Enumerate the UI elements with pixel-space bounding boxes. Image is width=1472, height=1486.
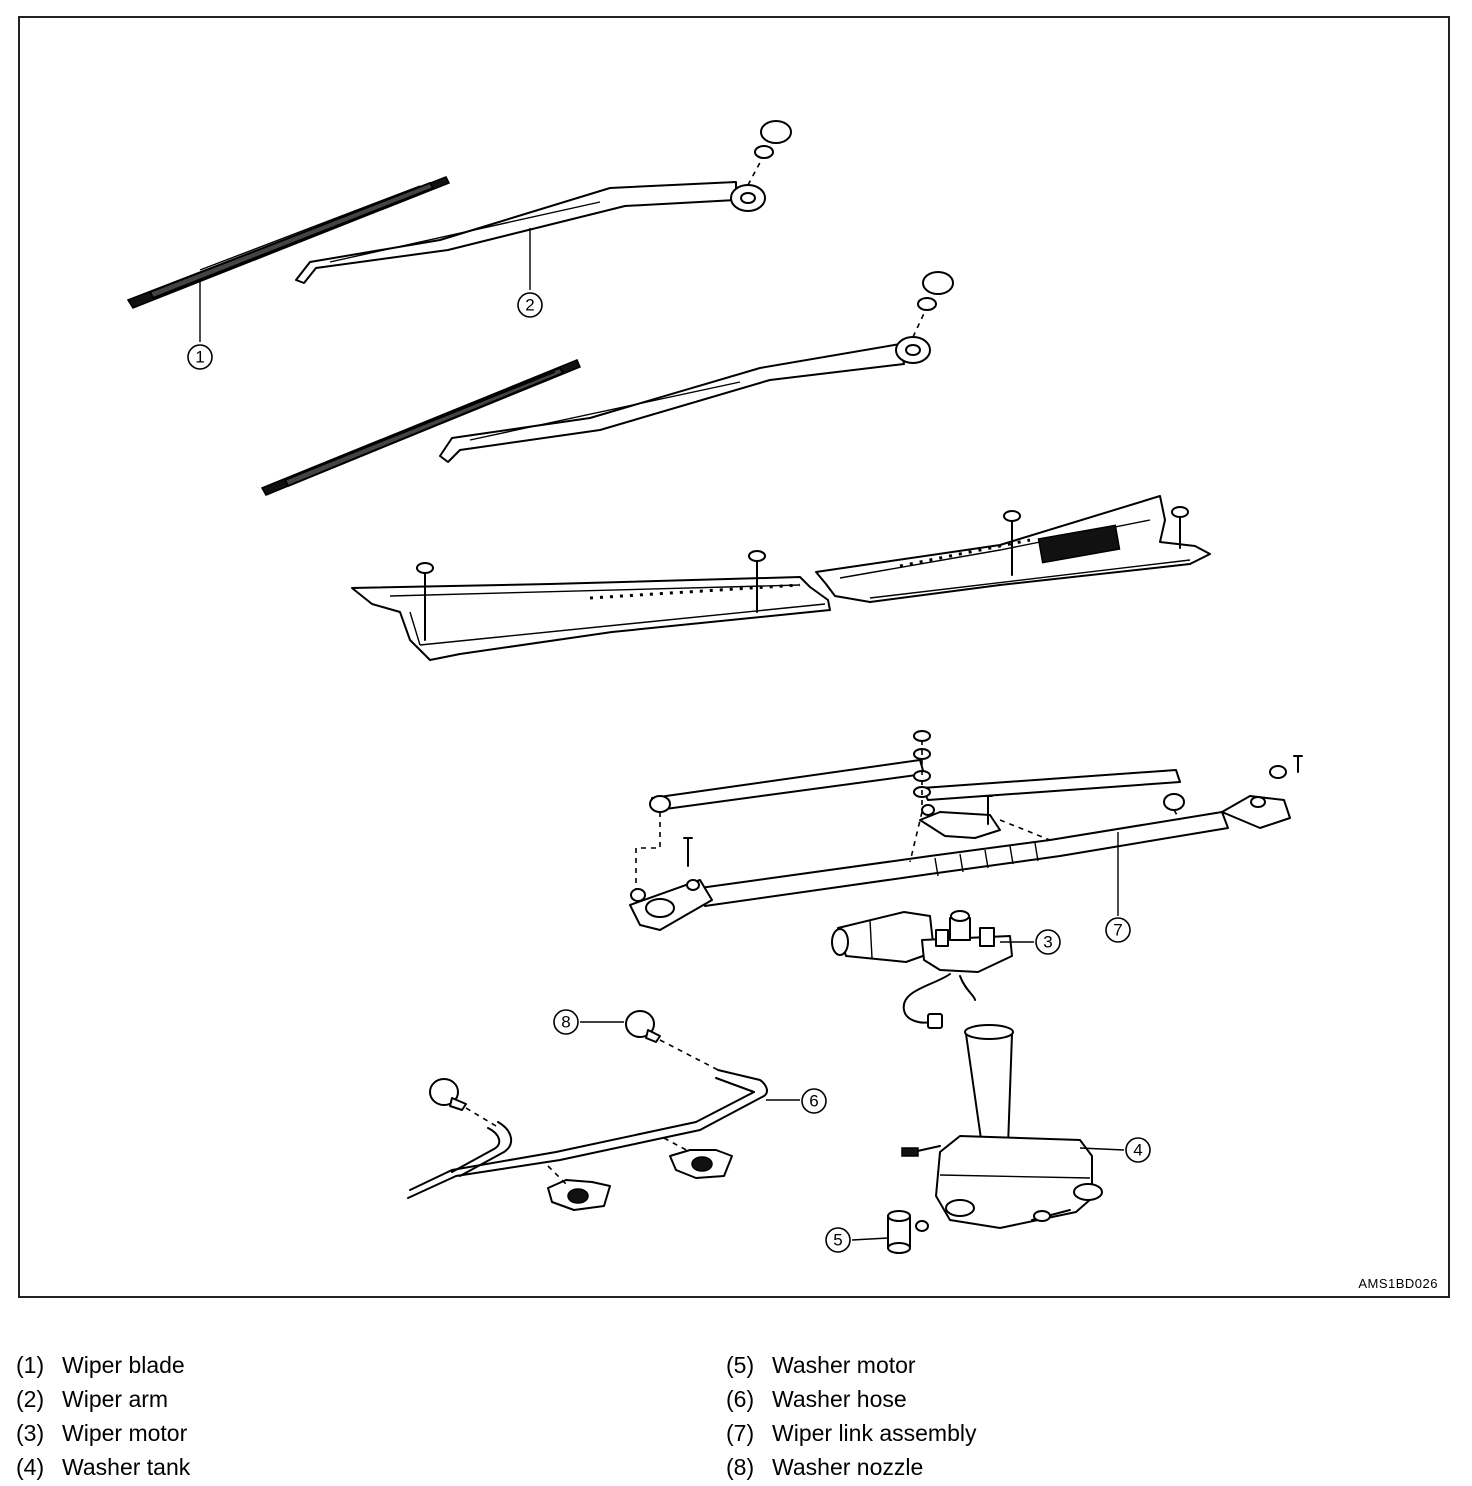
- callout-6-text: 6: [809, 1092, 818, 1111]
- legend-item-1: (1) Wiper blade: [16, 1348, 190, 1382]
- callout-4-text: 4: [1133, 1141, 1142, 1160]
- wiper-link-assembly: [629, 730, 1303, 931]
- washer-nozzle-lower: [429, 1078, 467, 1111]
- legend-item-number: (6): [726, 1386, 755, 1412]
- legend-item-number: (3): [16, 1420, 45, 1446]
- exploded-view-diagram: 1 2 3 4 5 6 7 8: [126, 120, 1303, 1254]
- callout-3: 3: [1035, 929, 1061, 955]
- leader-5: [851, 1237, 889, 1241]
- callout-8: 8: [553, 1009, 579, 1035]
- wiper-arm-1: [295, 120, 792, 284]
- legend-item-4: (4) Washer tank: [16, 1450, 190, 1484]
- wiper-blade-1: [126, 176, 451, 309]
- callout-2-text: 2: [525, 296, 534, 315]
- callout-7-text: 7: [1113, 921, 1122, 940]
- cowl-panel-right: [815, 495, 1211, 603]
- legend-item-7: (7) Wiper link assembly: [726, 1416, 977, 1450]
- legend-item-number: (7): [726, 1420, 755, 1446]
- legend-item-label: Wiper link assembly: [772, 1420, 977, 1446]
- legend-item-label: Wiper blade: [62, 1352, 185, 1378]
- hose-clip-left: [547, 1179, 611, 1211]
- legend-item-8: (8) Washer nozzle: [726, 1450, 977, 1484]
- wiper-arm-2: [439, 271, 954, 463]
- legend-item-label: Wiper arm: [62, 1386, 169, 1412]
- legend-item-3: (3) Wiper motor: [16, 1416, 190, 1450]
- callout-7: 7: [1105, 917, 1131, 943]
- legend-item-number: (2): [16, 1386, 45, 1412]
- callout-6: 6: [801, 1088, 827, 1114]
- wiper-motor: [831, 910, 1013, 1029]
- legend-left-column: (1) Wiper blade (2) Wiper arm (3) Wiper mot…: [16, 1348, 190, 1484]
- cowl-panel-left: [351, 550, 831, 661]
- legend-item-2: (2) Wiper arm: [16, 1382, 190, 1416]
- callout-2: 2: [517, 292, 543, 318]
- leader-4: [1079, 1147, 1125, 1151]
- washer-motor: [887, 1210, 929, 1254]
- callout-1-text: 1: [195, 348, 204, 367]
- legend-item-label: Wiper motor: [62, 1420, 188, 1446]
- figure-code: AMS1BD026: [1358, 1276, 1438, 1291]
- legend-item-label: Washer tank: [62, 1454, 191, 1480]
- callout-3-text: 3: [1043, 933, 1052, 952]
- figure-frame: [18, 16, 1450, 1298]
- callout-5-text: 5: [833, 1231, 842, 1250]
- wiper-blade-2: [260, 359, 581, 496]
- callout-4: 4: [1125, 1137, 1151, 1163]
- legend-item-label: Washer motor: [772, 1352, 916, 1378]
- legend-right-column: (5) Washer motor (6) Washer hose (7) Wiper …: [726, 1348, 977, 1484]
- legend-item-number: (5): [726, 1352, 755, 1378]
- washer-hose: [407, 1039, 768, 1211]
- legend-item-label: Washer hose: [772, 1386, 907, 1412]
- legend-item-number: (8): [726, 1454, 755, 1480]
- hose-clip-right: [669, 1149, 733, 1179]
- callout-1: 1: [187, 344, 213, 370]
- legend-item-5: (5) Washer motor: [726, 1348, 977, 1382]
- washer-tank: [901, 1024, 1103, 1229]
- legend-item-6: (6) Washer hose: [726, 1382, 977, 1416]
- callout-5: 5: [825, 1227, 851, 1253]
- callout-8-text: 8: [561, 1013, 570, 1032]
- washer-nozzle-upper: [625, 1010, 661, 1043]
- legend-item-number: (1): [16, 1352, 45, 1378]
- legend-item-label: Washer nozzle: [772, 1454, 924, 1480]
- legend-item-number: (4): [16, 1454, 45, 1480]
